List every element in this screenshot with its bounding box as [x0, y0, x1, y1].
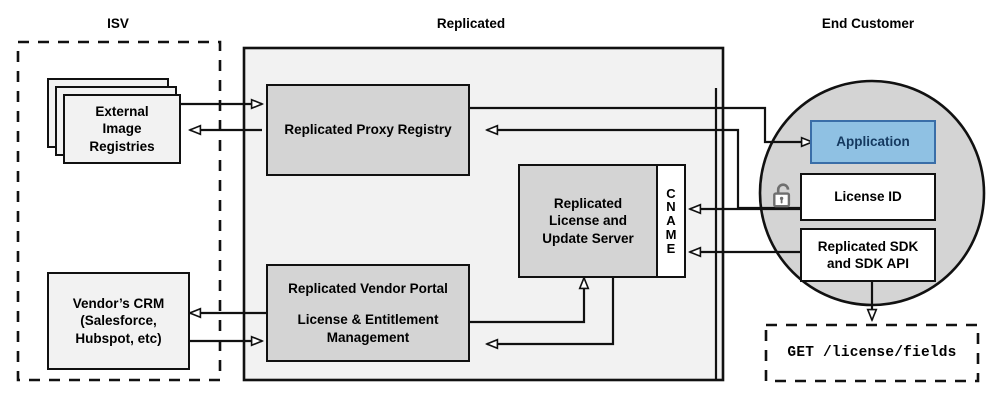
- replicated-proxy-registry[interactable]: Replicated Proxy Registry: [266, 84, 470, 176]
- external-image-registries[interactable]: External Image Registries: [63, 94, 181, 164]
- application[interactable]: Application: [810, 120, 936, 164]
- column-title-end-customer: End Customer: [821, 16, 915, 31]
- license-fields-request: GET /license/fields: [787, 345, 957, 361]
- cname-letter-c: C: [666, 185, 676, 201]
- replicated-vendor-portal-title: Replicated Vendor Portal: [288, 281, 448, 297]
- conn-license-server-to-vendor-portal: [487, 276, 615, 344]
- replicated-vendor-portal-subtitle: License & Entitlement Management: [297, 312, 439, 345]
- license-fields-boundary: [764, 323, 980, 383]
- column-title-isv: ISV: [107, 16, 129, 31]
- replicated-license-and-update-server[interactable]: Replicated License and Update Server: [518, 164, 658, 278]
- cname-label: C N A M E: [656, 164, 686, 278]
- replicated-sdk[interactable]: Replicated SDK and SDK API: [800, 228, 936, 282]
- cname-letter-n: N: [666, 199, 676, 215]
- conn-proxy-to-application: [470, 106, 812, 142]
- license-id[interactable]: License ID: [800, 173, 936, 221]
- cname-letter-a: A: [666, 213, 676, 229]
- isv-boundary: [16, 40, 222, 382]
- column-title-replicated: Replicated: [436, 16, 506, 31]
- cname-letter-e: E: [666, 240, 676, 256]
- vendors-crm[interactable]: Vendor’s CRM (Salesforce, Hubspot, etc): [47, 272, 190, 370]
- unlock-icon: [773, 183, 791, 208]
- replicated-vendor-portal[interactable]: Replicated Vendor Portal License & Entit…: [266, 264, 470, 362]
- cname-letter-m: M: [665, 226, 677, 242]
- conn-vendor-portal-to-license-server: [470, 278, 584, 324]
